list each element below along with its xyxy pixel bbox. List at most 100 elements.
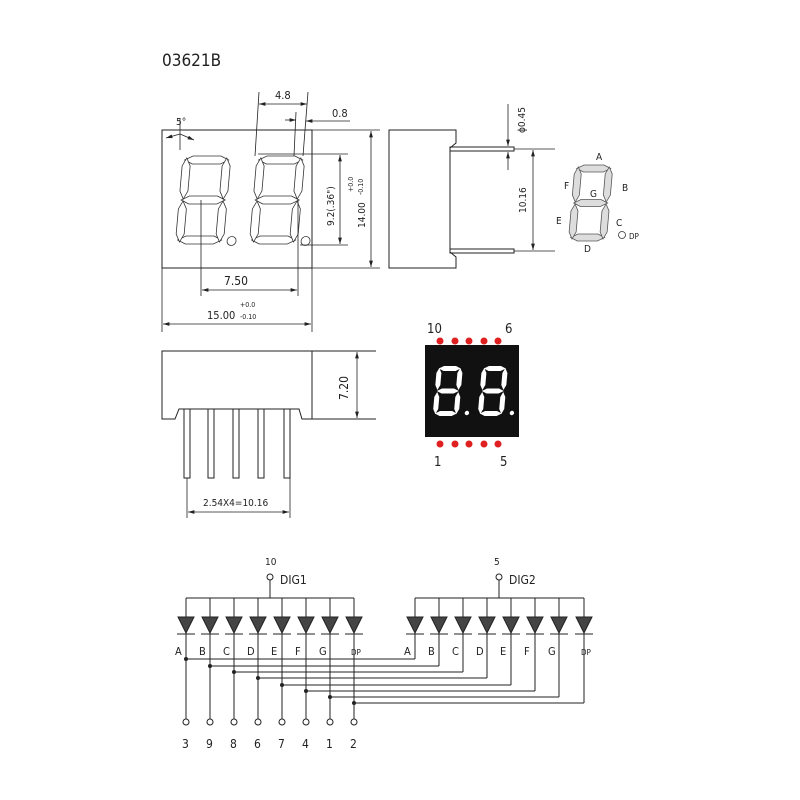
segment-c [289, 200, 301, 243]
segment-pin-number: 9 [206, 737, 213, 751]
diode-icon [201, 616, 219, 635]
part-number-title: 03621B [162, 51, 221, 71]
segment-g [481, 388, 504, 394]
common-terminal [495, 573, 503, 581]
segment-c [599, 203, 610, 240]
segment-label-g: G [590, 189, 597, 200]
segment-label: DP [351, 648, 362, 657]
diode-icon [225, 616, 243, 635]
pin [207, 408, 215, 479]
segment-label: C [223, 645, 230, 658]
pin-dot [494, 337, 502, 345]
side-view: 10.16 ϕ0.45 [388, 104, 555, 269]
segment-label: A [175, 645, 182, 658]
diode-icon [430, 616, 448, 635]
width-tol-plus: +0.0 [240, 301, 255, 309]
extension-line [293, 111, 297, 157]
pin-dot [436, 440, 444, 448]
segment-pin-terminal [254, 718, 262, 726]
segment-label: A [404, 645, 411, 658]
side-body-outline [388, 129, 457, 269]
pin-dot [436, 337, 444, 345]
decimal-point [509, 410, 515, 416]
segment-a [257, 155, 304, 165]
diode-icon [454, 616, 472, 635]
angle-mark [165, 133, 181, 139]
digit-spacing-label: 7.50 [224, 274, 248, 288]
pin-label-10: 10 [427, 322, 442, 337]
segment-label: DP [581, 648, 592, 657]
pin-dot [451, 337, 459, 345]
segment-d [176, 235, 223, 245]
segment-e [249, 200, 261, 243]
dp-circle [618, 231, 626, 239]
segment-label-b: B [622, 183, 628, 194]
segment-c [215, 200, 227, 243]
diode-icon [502, 616, 520, 635]
pin-dot [451, 440, 459, 448]
pin-diameter-label: ϕ0.45 [517, 107, 528, 133]
diode-icon [575, 616, 593, 635]
common-pin-label: 10 [265, 557, 277, 568]
bottom-view: 10 6 1 5 [425, 322, 519, 470]
segment-g [180, 195, 227, 205]
segment-b [456, 368, 463, 390]
front-view: 5° 4.8 0.8 9.2(.36") 14.00 +0.0 -0.10 7.… [161, 89, 380, 332]
front-body-outline [161, 129, 313, 269]
pin [449, 248, 515, 254]
junction-dot [256, 676, 260, 680]
junction-dot [328, 695, 332, 699]
bottom-digit [478, 366, 515, 416]
angle-mark [179, 133, 195, 141]
segment-d [479, 411, 502, 416]
segment-pin-number: 4 [302, 737, 309, 751]
segment-label: E [500, 645, 506, 658]
front-digit [175, 155, 237, 246]
segment-label: D [476, 645, 484, 658]
segment-label: D [247, 645, 255, 658]
segment-b [501, 368, 508, 390]
decimal-point [300, 236, 311, 246]
pin-label-5: 5 [500, 455, 507, 470]
segment-label: F [524, 645, 530, 658]
junction-dot [280, 683, 284, 687]
pin-row-spacing-label: 10.16 [518, 187, 529, 213]
segment-g [572, 199, 609, 207]
segment-pin-number: 3 [182, 737, 189, 751]
diode-icon [321, 616, 339, 635]
segment-d [569, 233, 606, 242]
segment-b [602, 166, 613, 203]
segment-a [575, 164, 612, 173]
height-tol-minus: -0.10 [357, 179, 365, 195]
height-label: 14.00 [357, 202, 368, 228]
diode-icon [177, 616, 195, 635]
diode-icon [249, 616, 267, 635]
segment-g [254, 195, 301, 205]
common-terminal [266, 573, 274, 581]
segment-label: B [428, 645, 435, 658]
segment-g [436, 388, 459, 394]
legend-digit [568, 164, 613, 242]
extension-line [302, 91, 309, 157]
width-label: 15.00 [207, 309, 235, 322]
pin-dot [480, 337, 488, 345]
segment-pin-number: 1 [326, 737, 333, 751]
diode-icon [526, 616, 544, 635]
segment-e [478, 392, 485, 414]
segment-a [183, 155, 230, 165]
digit-label: DIG2 [509, 573, 536, 587]
segment-pin-terminal [182, 718, 190, 726]
segment-pin-terminal [350, 718, 358, 726]
junction-dot [232, 670, 236, 674]
segment-pin-terminal [278, 718, 286, 726]
diode-icon [406, 616, 424, 635]
segment-label: B [199, 645, 206, 658]
segment-pin-terminal [302, 718, 310, 726]
lower-body-outline [161, 350, 313, 420]
junction-dot [304, 689, 308, 693]
segment-b [219, 157, 231, 200]
segment-e [175, 200, 187, 243]
